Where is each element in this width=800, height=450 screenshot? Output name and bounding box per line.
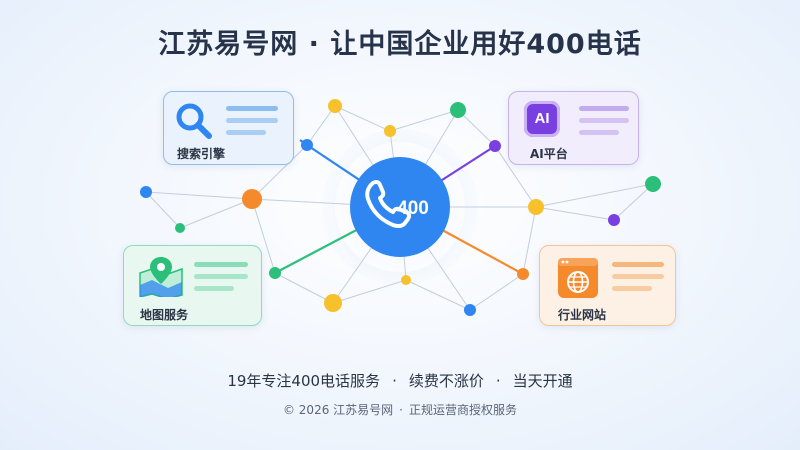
card-search-engine[interactable]: 搜索引擎 — [163, 91, 294, 165]
globe-icon — [558, 258, 598, 293]
map-pin-icon — [139, 257, 183, 297]
separator: · — [495, 372, 501, 390]
node — [301, 139, 313, 151]
ai-chip-text: AI — [534, 110, 550, 127]
tagline-item: 续费不涨价 — [408, 372, 484, 390]
placeholder-line — [612, 262, 664, 267]
node — [175, 223, 185, 233]
placeholder-line — [226, 130, 266, 135]
node — [140, 186, 152, 198]
node — [328, 99, 342, 113]
phone-icon — [365, 179, 412, 229]
node — [464, 304, 476, 316]
card-ai-platform[interactable]: AI AI平台 — [508, 91, 639, 165]
placeholder-line — [612, 274, 664, 279]
placeholder-line — [194, 286, 234, 291]
placeholder-line — [579, 130, 619, 135]
node — [324, 294, 342, 312]
placeholder-line — [194, 262, 248, 267]
page-title: 江苏易号网 · 让中国企业用好400电话 — [158, 29, 642, 60]
node — [517, 268, 529, 280]
node — [645, 176, 661, 192]
card-map-service[interactable]: 地图服务 — [123, 245, 262, 326]
nodes — [140, 99, 661, 316]
tagline: 19年专注400电话服务 · 续费不涨价 · 当天开通 — [0, 370, 800, 391]
tagline-item: 19年专注400电话服务 — [227, 372, 381, 390]
separator: · — [392, 372, 397, 390]
node — [528, 199, 544, 215]
placeholder-line — [612, 286, 652, 291]
web-browser-icon — [558, 258, 598, 298]
tagline-item: 当天开通 — [512, 372, 573, 390]
footer: © 2026 江苏易号网 · 正规运营商授权服务 — [0, 401, 800, 418]
node — [608, 214, 620, 226]
node — [401, 275, 411, 285]
node — [450, 102, 466, 118]
card-label: 搜索引擎 — [177, 147, 226, 161]
card-label: 地图服务 — [140, 308, 189, 322]
search-icon — [176, 103, 212, 139]
placeholder-line — [226, 118, 278, 123]
node — [489, 140, 501, 152]
license-text: 正规运营商授权服务 — [408, 403, 517, 417]
center-text: 400 — [397, 198, 429, 219]
copyright-text: © 2026 江苏易号网 — [282, 403, 394, 417]
ai-chip-icon: AI — [524, 101, 560, 137]
placeholder-line — [226, 106, 278, 111]
node — [269, 267, 281, 279]
node — [242, 189, 262, 209]
placeholder-line — [194, 274, 248, 279]
card-label: 行业网站 — [558, 308, 607, 322]
node — [384, 125, 396, 137]
card-industry-website[interactable]: 行业网站 — [539, 245, 676, 326]
card-label: AI平台 — [530, 147, 568, 161]
placeholder-line — [579, 118, 629, 123]
placeholder-line — [579, 106, 629, 111]
separator: · — [399, 403, 403, 417]
